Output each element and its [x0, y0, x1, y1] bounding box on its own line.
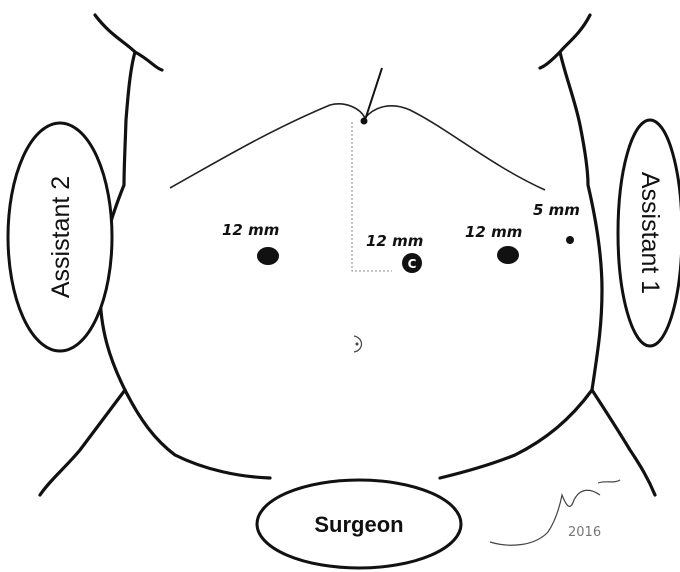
surgeon-label: Surgeon	[314, 512, 403, 537]
left-neck-outline	[95, 15, 162, 70]
left-lower-body-outline	[125, 390, 270, 478]
port-left-12mm-marker	[257, 247, 279, 265]
xiphoid-pointer	[365, 68, 382, 120]
port-right-5mm-marker	[566, 236, 574, 244]
right-lower-body-outline	[440, 390, 592, 478]
right-arm-outline	[592, 390, 655, 495]
left-arm-outline	[40, 390, 125, 495]
right-torso-outline	[560, 52, 602, 390]
assistant-2-label: Assistant 2	[47, 176, 75, 298]
costal-margin-outline	[170, 104, 545, 190]
right-neck-outline	[540, 15, 590, 68]
xiphoid-point	[361, 118, 368, 125]
port-right-12mm-marker	[497, 246, 519, 264]
port-left-12mm-label: 12 mm	[222, 221, 279, 239]
camera-c-icon: C	[408, 257, 417, 271]
assistant-1-label: Assistant 1	[636, 172, 664, 294]
signature-year: 2016	[568, 525, 601, 540]
port-right-5mm-label: 5 mm	[533, 201, 580, 219]
port-right-12mm-label: 12 mm	[465, 223, 522, 241]
port-camera-12mm-label: 12 mm	[366, 232, 423, 250]
umbilicus-dot	[356, 343, 359, 346]
